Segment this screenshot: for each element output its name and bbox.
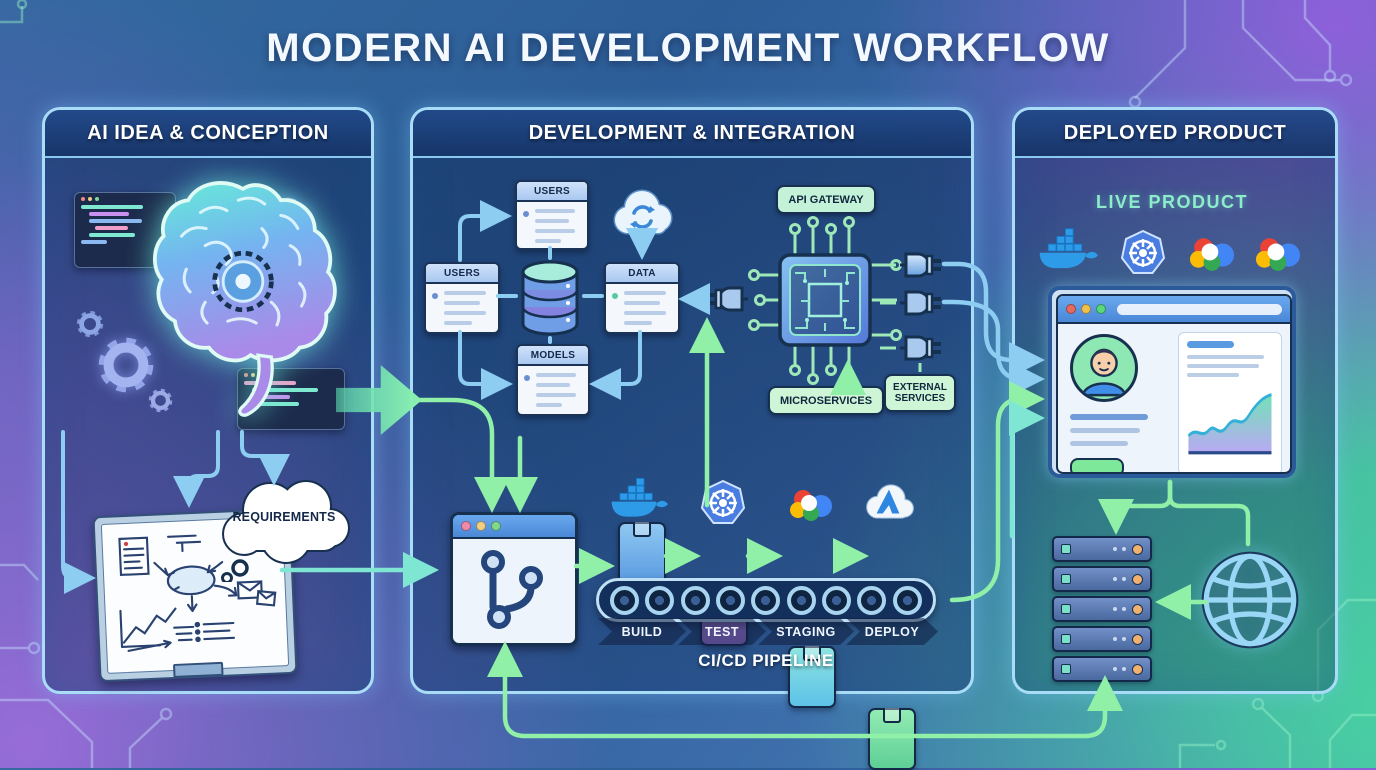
microservices-label: MICROSERVICES bbox=[768, 386, 884, 415]
brain-icon bbox=[153, 181, 337, 417]
chip-icon bbox=[748, 216, 902, 385]
gear-icon bbox=[98, 337, 154, 393]
plug-icon bbox=[707, 286, 748, 312]
browser-window-icon bbox=[1048, 286, 1296, 478]
gear-icon bbox=[148, 388, 173, 413]
panel-development-header: DEVELOPMENT & INTEGRATION bbox=[413, 110, 971, 158]
stage-test: TEST bbox=[678, 618, 766, 645]
server-stack-icon bbox=[1052, 536, 1152, 686]
whiteboard-icon bbox=[92, 507, 298, 683]
docker-icon bbox=[611, 478, 668, 517]
plug-icon bbox=[900, 252, 941, 278]
git-window bbox=[450, 512, 578, 646]
requirements-label: REQUIREMENTS bbox=[232, 510, 336, 524]
plug-icon bbox=[900, 290, 941, 316]
api-gateway-label: API GATEWAY bbox=[776, 185, 876, 214]
panel-deployed-header: DEPLOYED PRODUCT bbox=[1015, 110, 1335, 158]
globe-icon bbox=[1201, 551, 1299, 649]
git-branch-icon bbox=[481, 550, 543, 629]
stage-staging: STAGING bbox=[758, 618, 854, 645]
package-icon bbox=[868, 708, 916, 770]
plug-icon bbox=[900, 335, 941, 361]
record-card-users-top: USERS bbox=[515, 180, 589, 250]
cta-button bbox=[1070, 458, 1124, 472]
external-services-label: EXTERNAL SERVICES bbox=[884, 374, 956, 412]
azure-cloud-icon bbox=[866, 484, 914, 519]
page-title: MODERN AI DEVELOPMENT WORKFLOW bbox=[266, 26, 1110, 70]
avatar-icon bbox=[1070, 334, 1138, 402]
area-chart-icon bbox=[1187, 393, 1272, 455]
record-card-models: MODELS bbox=[516, 344, 590, 416]
stage-deploy: DEPLOY bbox=[846, 618, 938, 645]
panel-conception-header: AI IDEA & CONCEPTION bbox=[45, 110, 371, 158]
google-cloud-icon bbox=[790, 490, 832, 521]
conveyor-belt-icon bbox=[596, 578, 936, 622]
gear-icon bbox=[76, 310, 104, 338]
google-cloud-icon bbox=[1189, 238, 1235, 271]
pipeline-caption: CI/CD PIPELINE bbox=[698, 651, 834, 670]
address-bar bbox=[1117, 303, 1282, 315]
record-card-data: DATA bbox=[604, 262, 680, 334]
google-cloud-icon bbox=[1255, 238, 1301, 271]
sync-cloud-icon bbox=[613, 189, 673, 235]
kubernetes-icon bbox=[1120, 230, 1166, 274]
kubernetes-icon bbox=[700, 480, 746, 524]
package-icon bbox=[618, 522, 666, 584]
database-icon bbox=[521, 260, 579, 336]
thought-cloud-icon bbox=[221, 480, 350, 582]
record-card-users-left: USERS bbox=[424, 262, 500, 334]
docker-icon bbox=[1039, 228, 1098, 269]
stage-build: BUILD bbox=[598, 618, 686, 645]
live-product-label: LIVE PRODUCT bbox=[1095, 192, 1248, 212]
